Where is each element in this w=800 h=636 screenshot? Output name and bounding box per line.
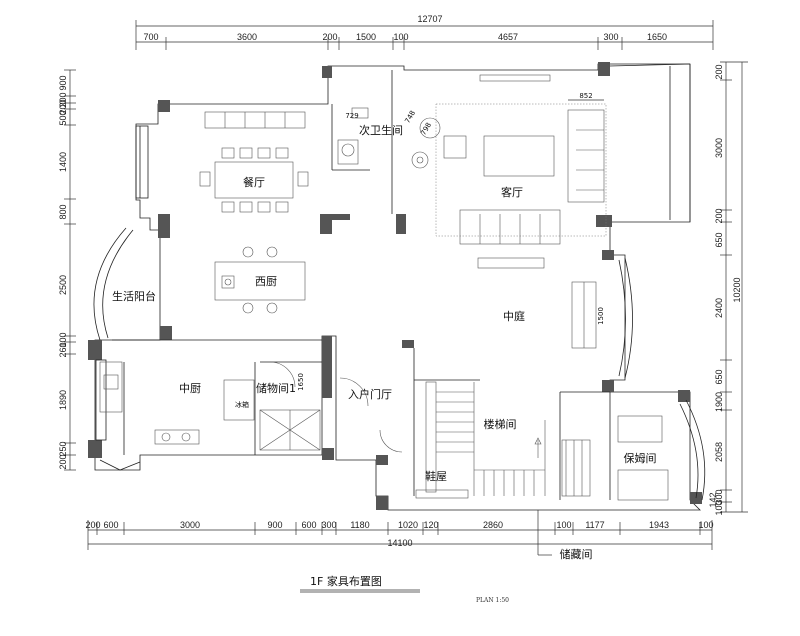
room-label-utility-balcony: 生活阳台 — [112, 289, 156, 303]
storage-room-leader — [537, 510, 552, 556]
bottom-dim-3000: 3000 — [180, 520, 200, 530]
room-labels: 餐厅 西厨 生活阳台 中厨 储物间1 入户门厅 次卫生间 客厅 中庭 楼梯间 鞋… — [112, 123, 657, 561]
drawing-title: 1F 家具布置图 — [310, 574, 382, 588]
right-dim-142: 142 — [708, 492, 718, 507]
room-label-guest-bath: 次卫生间 — [359, 123, 403, 137]
dim-1650: 1650 — [297, 373, 305, 391]
right-dim-200: 200 — [714, 64, 724, 79]
room-label-shoe: 鞋屋 — [425, 469, 447, 483]
right-dim-2400: 2400 — [714, 298, 724, 318]
room-label-entrance: 入户门厅 — [348, 387, 392, 401]
top-total-dim: 12707 — [417, 14, 442, 24]
right-dim-650b: 650 — [714, 369, 724, 384]
left-dim-800: 800 — [58, 204, 68, 219]
top-dim-300: 300 — [603, 32, 618, 42]
room-label-kitchen: 中厨 — [179, 382, 201, 395]
drawing-scale: PLAN 1:50 — [476, 597, 509, 604]
top-dim-1500: 1500 — [356, 32, 376, 42]
top-dim-4657: 4657 — [498, 32, 518, 42]
dim-1500: 1500 — [597, 307, 605, 325]
left-dim-200c: 200 — [58, 454, 68, 469]
left-dim-200b: 200 — [58, 99, 68, 114]
walls — [88, 62, 706, 511]
bottom-dim-1943: 1943 — [649, 520, 669, 530]
bottom-total-dim: 14100 — [387, 538, 412, 548]
room-label-dining: 餐厅 — [243, 175, 265, 189]
dim-729: 729 — [345, 112, 358, 120]
right-dim-650: 650 — [714, 232, 724, 247]
furniture — [99, 74, 669, 501]
bottom-dim-600: 600 — [103, 520, 118, 530]
right-dim-1900: 1900 — [714, 392, 724, 412]
left-dim-900: 900 — [58, 75, 68, 90]
room-label-stair: 楼梯间 — [484, 417, 517, 431]
dim-748: 748 — [403, 109, 417, 125]
bottom-dim-100b: 100 — [698, 520, 713, 530]
bottom-dim-2860: 2860 — [483, 520, 503, 530]
bottom-dim-1177: 1177 — [585, 520, 604, 530]
room-label-living: 客厅 — [501, 185, 523, 199]
right-dim-100: 100 — [714, 500, 724, 515]
bottom-dim-200: 200 — [85, 520, 100, 530]
top-dim-200: 200 — [322, 32, 337, 42]
room-label-storage1: 储物间1 — [256, 381, 296, 395]
right-dim-2058: 2058 — [714, 442, 724, 462]
dim-852: 852 — [579, 92, 592, 100]
right-dimension-lines: 200 3000 200 650 2400 650 1900 2058 300 … — [708, 61, 748, 516]
fridge-label: 冰箱 — [235, 400, 249, 409]
bottom-dim-900: 900 — [267, 520, 282, 530]
room-label-storage-room: 储藏间 — [560, 547, 593, 561]
bottom-dimension-lines: 200 600 3000 900 600 300 1180 1020 120 2… — [85, 520, 714, 550]
right-dim-200b: 200 — [714, 208, 724, 223]
bottom-dim-300: 300 — [321, 520, 336, 530]
left-dim-250: 250 — [58, 441, 68, 456]
left-dimension-lines: 900 200 200 500 1400 800 2500 100 260 18… — [58, 69, 76, 471]
room-label-western-kitchen: 西厨 — [255, 275, 277, 288]
bottom-dim-600b: 600 — [301, 520, 316, 530]
left-dim-100: 100 — [58, 332, 68, 347]
left-dim-1890: 1890 — [58, 390, 68, 410]
left-dim-500: 500 — [58, 110, 68, 125]
bottom-dim-120: 120 — [423, 520, 438, 530]
room-label-nanny: 保姆间 — [624, 451, 657, 465]
top-dim-100: 100 — [393, 32, 408, 42]
bottom-dim-1020: 1020 — [398, 520, 418, 530]
left-dim-2500: 2500 — [58, 275, 68, 295]
bottom-dim-1180: 1180 — [350, 520, 369, 530]
left-dim-200: 200 — [58, 92, 68, 107]
left-dim-1400: 1400 — [58, 152, 68, 172]
inner-dimensions: 852 729 748 798 1500 1650 — [297, 92, 605, 391]
top-dim-3600: 3600 — [237, 32, 257, 42]
top-dim-700: 700 — [143, 32, 158, 42]
top-dim-1650: 1650 — [647, 32, 667, 42]
top-dimension-lines: 12707 700 3600 200 1500 100 4657 300 165… — [135, 14, 714, 50]
bottom-dim-100: 100 — [556, 520, 571, 530]
left-dim-260: 260 — [58, 342, 68, 357]
right-dim-300: 300 — [714, 489, 724, 504]
right-total-dim: 10200 — [732, 277, 742, 302]
dim-798: 798 — [419, 121, 433, 137]
right-dim-3000: 3000 — [714, 138, 724, 158]
drawing-title-block: 1F 家具布置图 PLAN 1:50 — [300, 574, 509, 604]
room-label-courtyard: 中庭 — [503, 309, 525, 323]
